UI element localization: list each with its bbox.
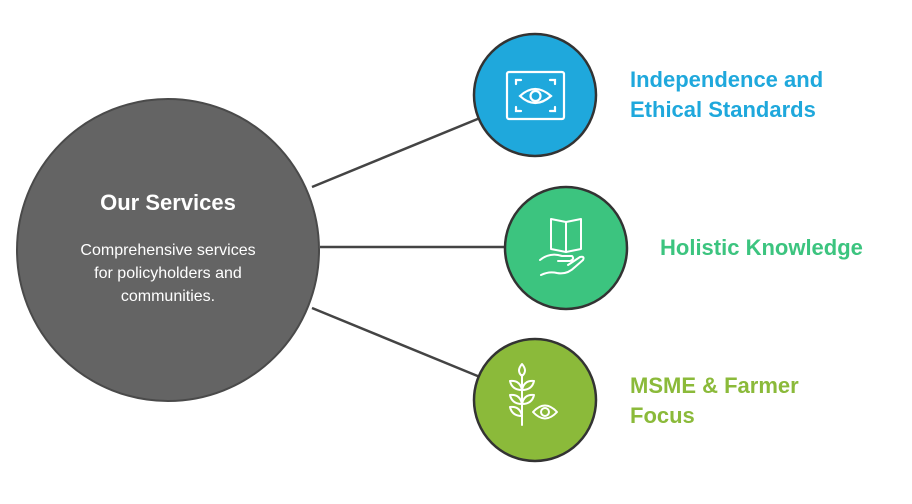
item-label-msme: MSME & Farmer: [630, 373, 799, 398]
item-label-holistic: Holistic Knowledge: [660, 235, 863, 260]
item-circle-independence: [472, 32, 598, 158]
center-description-line: for policyholders and: [94, 265, 242, 282]
book-in-hand-icon: [539, 218, 585, 276]
connector-line: [311, 116, 481, 189]
item-label-independence: Ethical Standards: [630, 97, 816, 122]
eye-scan-icon: [505, 70, 566, 121]
item-circle-msme: [472, 337, 598, 463]
center-description-line: communities.: [121, 288, 215, 305]
item-label-msme: Focus: [630, 403, 695, 428]
item-label-independence: Independence and: [630, 67, 823, 92]
center-title: Our Services: [100, 190, 236, 215]
center-description-line: Comprehensive services: [80, 242, 255, 259]
wheat-eye-icon: [509, 363, 558, 426]
connector-line: [311, 306, 481, 379]
center-circle: [16, 98, 320, 402]
